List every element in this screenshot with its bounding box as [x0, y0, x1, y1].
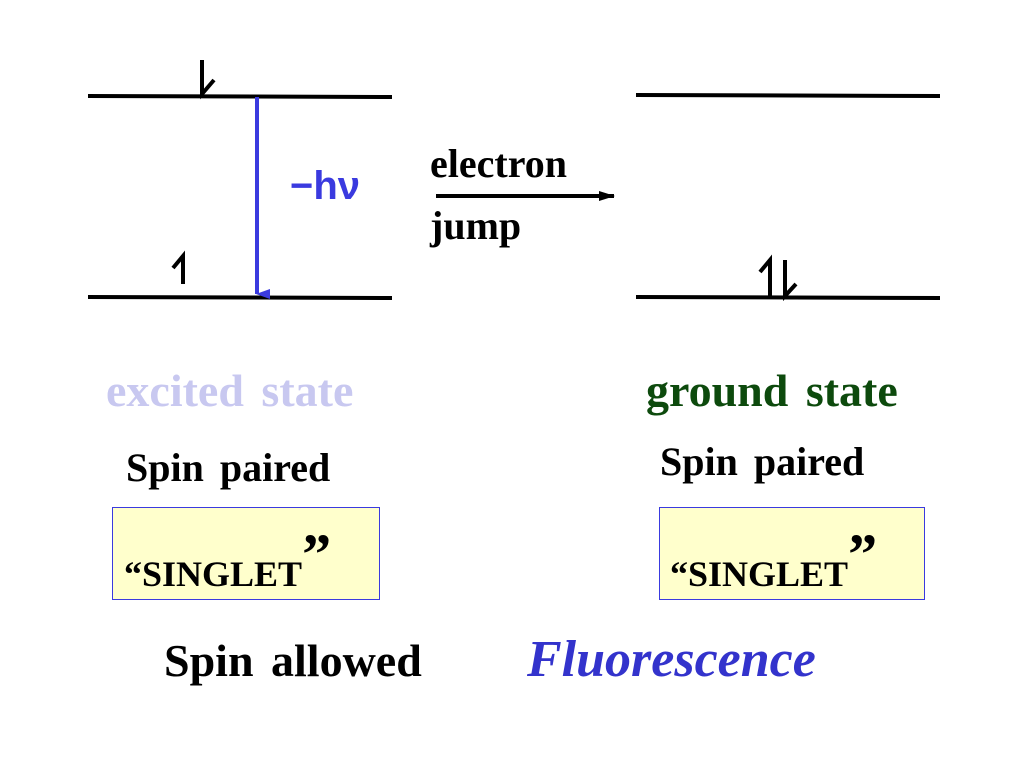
- transition-label-line2: jump: [430, 203, 522, 248]
- excited-singlet-label: “SINGLET: [124, 554, 303, 594]
- excited-singlet-close-quote: ”: [302, 522, 332, 587]
- ground-state-title: ground state: [646, 365, 898, 416]
- excited-singlet-box: [112, 507, 380, 600]
- ground-singlet-close-quote: ”: [848, 522, 878, 587]
- excited-state-title: excited state: [106, 365, 354, 416]
- process-name: Fluorescence: [527, 631, 816, 688]
- ground-singlet-text: “SINGLET”: [670, 526, 877, 596]
- spin-up-arrow-icon: [171, 250, 185, 284]
- excited-singlet-text: “SINGLET”: [124, 526, 331, 596]
- paired-spin-up-arrow-icon: [758, 254, 772, 296]
- spin-down-arrow-icon: [200, 60, 216, 100]
- transition-label-line1: electron: [430, 141, 567, 186]
- ground-upper-level: [635, 93, 941, 98]
- excited-spin-text: Spin paired: [126, 445, 331, 490]
- spin-rule-text: Spin allowed: [164, 635, 422, 686]
- excited-lower-level: [87, 295, 393, 300]
- ground-singlet-box: [659, 507, 925, 600]
- ground-lower-level: [635, 295, 941, 300]
- emission-label: −hν: [290, 164, 361, 208]
- excited-upper-level: [87, 94, 393, 99]
- ground-spin-text: Spin paired: [660, 439, 865, 484]
- paired-spin-down-arrow-icon: [783, 260, 798, 302]
- ground-singlet-label: “SINGLET: [670, 554, 849, 594]
